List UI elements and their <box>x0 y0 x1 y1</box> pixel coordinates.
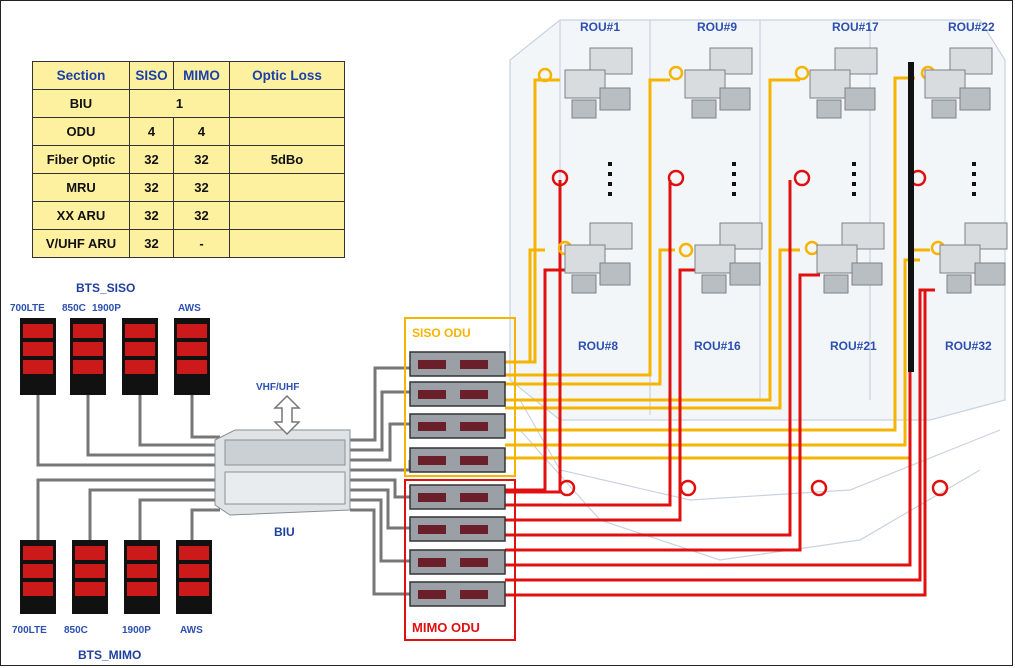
rou-label: ROU#16 <box>694 339 741 353</box>
ellipsis-dots <box>608 162 976 196</box>
rou-unit-group-1 <box>564 47 633 119</box>
bts-siso-band-label: AWS <box>178 303 201 314</box>
bts-mimo-title: BTS_MIMO <box>78 648 142 662</box>
mimo-odu-frame <box>404 479 516 641</box>
bts-links <box>36 366 412 596</box>
rou-unit-group-8 <box>939 222 1008 294</box>
rou-unit-group-6 <box>694 222 763 294</box>
table-header-cell: MIMO <box>173 61 230 90</box>
table-cell: 32 <box>129 145 174 174</box>
table-cell: 32 <box>173 145 230 174</box>
rou-label: ROU#17 <box>832 20 879 34</box>
table-cell: 4 <box>129 117 174 146</box>
table-cell: V/UHF ARU <box>32 229 130 258</box>
rou-label: ROU#1 <box>580 20 621 34</box>
table-header-cell: Optic Loss <box>229 61 345 90</box>
bts-siso-racks <box>20 318 210 395</box>
table-cell: 32 <box>129 229 174 258</box>
table-cell: XX ARU <box>32 201 130 230</box>
biu-unit <box>214 429 351 516</box>
vhf-uhf-arrow <box>273 394 301 436</box>
rou-unit-group-7 <box>816 222 885 294</box>
table-cell: 4 <box>173 117 230 146</box>
vertical-riser-cable <box>908 62 914 372</box>
vhf-uhf-label: VHF/UHF <box>256 382 300 393</box>
table-row: BIU 1 <box>32 89 345 118</box>
siso-odu-frame <box>404 317 516 477</box>
bts-siso-band-label: 700LTE <box>10 303 45 314</box>
table-cell: 32 <box>129 173 174 202</box>
rou-label: ROU#22 <box>948 20 995 34</box>
siso-fiber-links <box>505 76 930 460</box>
rou-label: ROU#8 <box>578 339 619 353</box>
table-cell <box>229 201 345 230</box>
bts-mimo-band-label: 700LTE <box>12 625 47 636</box>
table-cell: BIU <box>32 89 130 118</box>
rou-unit-group-4 <box>924 47 993 119</box>
table-cell <box>229 173 345 202</box>
biu-label: BIU <box>274 525 295 539</box>
table-cell: 1 <box>129 89 230 118</box>
bts-mimo-band-label: 1900P <box>122 625 151 636</box>
rou-label: ROU#9 <box>697 20 738 34</box>
table-header-cell: SISO <box>129 61 174 90</box>
table-row: V/UHF ARU 32 - <box>32 229 345 258</box>
table-cell <box>229 89 345 118</box>
table-cell <box>229 229 345 258</box>
siso-odu-label: SISO ODU <box>412 326 471 340</box>
rou-label: ROU#32 <box>945 339 992 353</box>
table-cell: MRU <box>32 173 130 202</box>
table-cell: 5dBo <box>229 145 345 174</box>
bts-mimo-racks <box>20 540 212 614</box>
table-header-row: Section SISO MIMO Optic Loss <box>32 61 345 90</box>
bts-siso-band-label: 850C <box>62 303 86 314</box>
table-cell: 32 <box>173 173 230 202</box>
bts-mimo-band-label: 850C <box>64 625 88 636</box>
table-cell: 32 <box>129 201 174 230</box>
table-row: XX ARU 32 32 <box>32 201 345 230</box>
table-cell: Fiber Optic <box>32 145 130 174</box>
bts-mimo-band-label: AWS <box>180 625 203 636</box>
table-cell: 32 <box>173 201 230 230</box>
rou-label: ROU#21 <box>830 339 877 353</box>
table-cell: - <box>173 229 230 258</box>
bts-siso-title: BTS_SISO <box>76 281 136 295</box>
equipment-table: Section SISO MIMO Optic Loss BIU 1 ODU 4… <box>32 61 345 258</box>
table-cell <box>229 117 345 146</box>
rou-units <box>564 47 1008 294</box>
mimo-odu-label: MIMO ODU <box>412 620 480 635</box>
table-header-cell: Section <box>32 61 130 90</box>
bts-siso-band-label: 1900P <box>92 303 121 314</box>
odu-module-ports <box>418 360 488 599</box>
rou-unit-group-2 <box>684 47 753 119</box>
table-cell: ODU <box>32 117 130 146</box>
rou-unit-group-5 <box>564 222 633 294</box>
table-row: MRU 32 32 <box>32 173 345 202</box>
rou-unit-group-3 <box>809 47 878 119</box>
table-row: Fiber Optic 32 32 5dBo <box>32 145 345 174</box>
table-row: ODU 4 4 <box>32 117 345 146</box>
